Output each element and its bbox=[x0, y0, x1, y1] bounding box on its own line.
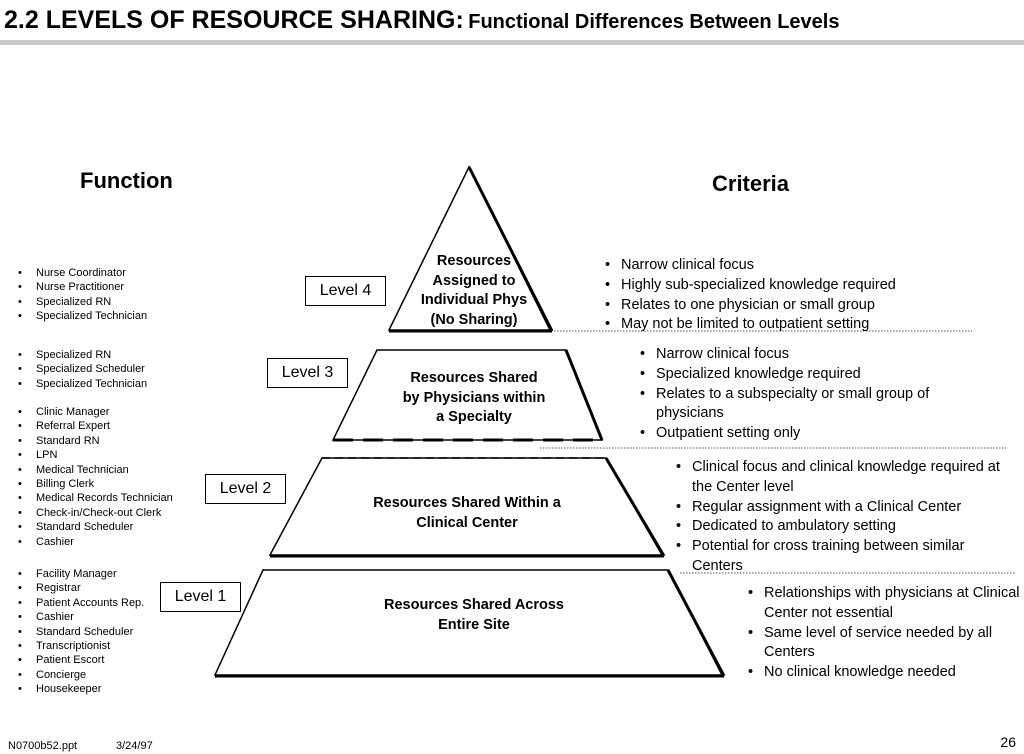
criteria-item: Potential for cross training between sim… bbox=[673, 537, 1018, 577]
function-item: Specialized RN bbox=[14, 348, 147, 363]
function-item: Cashier bbox=[14, 610, 144, 625]
criteria-list-level-4: Narrow clinical focus Highly sub-special… bbox=[602, 256, 1002, 335]
tier-4-line: Assigned to bbox=[432, 272, 516, 289]
tier-4-text: Resources Assigned to Individual Phys (N… bbox=[404, 252, 544, 330]
function-item: Medical Records Technician bbox=[14, 491, 173, 506]
function-item: Specialized RN bbox=[14, 295, 147, 310]
footer-filename: N0700b52.ppt bbox=[8, 740, 78, 752]
criteria-item: Relates to one physician or small group bbox=[602, 296, 1002, 316]
tier-3-text: Resources Shared by Physicians within a … bbox=[382, 369, 566, 428]
function-item: Cashier bbox=[14, 535, 173, 550]
function-item: Standard RN bbox=[14, 434, 173, 449]
level-3-label: Level 3 bbox=[267, 358, 348, 388]
function-item: Specialized Technician bbox=[14, 377, 147, 392]
level-4-label: Level 4 bbox=[305, 276, 386, 306]
criteria-item: Clinical focus and clinical knowledge re… bbox=[673, 458, 1018, 498]
criteria-item: Relationships with physicians at Clinica… bbox=[745, 584, 1020, 624]
title-subtitle: Functional Differences Between Levels bbox=[468, 11, 840, 33]
function-item: Billing Clerk bbox=[14, 477, 173, 492]
criteria-heading: Criteria bbox=[712, 171, 790, 196]
criteria-item: Narrow clinical focus bbox=[602, 256, 1002, 276]
criteria-item: Regular assignment with a Clinical Cente… bbox=[673, 498, 1018, 518]
tier-4-line: Resources bbox=[436, 253, 512, 269]
criteria-item: Same level of service needed by all Cent… bbox=[745, 624, 1020, 664]
function-item: Referral Expert bbox=[14, 419, 173, 434]
function-item: Specialized Scheduler bbox=[14, 362, 147, 377]
criteria-item: Outpatient setting only bbox=[637, 424, 982, 444]
function-list-level-2: Clinic Manager Referral Expert Standard … bbox=[14, 405, 173, 549]
tier-2-line: Clinical Center bbox=[416, 514, 518, 531]
tier-4-line: Individual Phys bbox=[420, 292, 528, 308]
criteria-item: Highly sub-specialized knowledge require… bbox=[602, 276, 1002, 296]
function-item: Concierge bbox=[14, 668, 144, 683]
tier-4-line: (No Sharing) bbox=[430, 311, 518, 328]
criteria-item: Specialized knowledge required bbox=[637, 365, 982, 385]
criteria-list-level-2: Clinical focus and clinical knowledge re… bbox=[673, 458, 1018, 577]
criteria-item: Relates to a subspecialty or small group… bbox=[637, 385, 982, 425]
page-number: 26 bbox=[1000, 734, 1016, 750]
function-item: Clinic Manager bbox=[14, 405, 173, 420]
criteria-list-level-3: Narrow clinical focus Specialized knowle… bbox=[637, 345, 982, 444]
criteria-item: May not be limited to outpatient setting bbox=[602, 315, 1002, 335]
tier-2-text: Resources Shared Within a Clinical Cente… bbox=[350, 494, 584, 533]
criteria-item: Narrow clinical focus bbox=[637, 345, 982, 365]
function-item: Nurse Practitioner bbox=[14, 280, 147, 295]
pyramid-tier-1 bbox=[213, 569, 726, 678]
title-rule bbox=[0, 40, 1024, 45]
function-item: Registrar bbox=[14, 581, 144, 596]
function-item: Facility Manager bbox=[14, 567, 144, 582]
tier-1-line: Entire Site bbox=[438, 616, 510, 633]
function-item: Patient Escort bbox=[14, 653, 144, 668]
level-1-label: Level 1 bbox=[160, 582, 241, 612]
function-list-level-3: Specialized RN Specialized Scheduler Spe… bbox=[14, 348, 147, 392]
function-item: Check-in/Check-out Clerk bbox=[14, 506, 173, 521]
tier-3-line: Resources Shared bbox=[410, 370, 538, 386]
footer-date: 3/24/97 bbox=[116, 740, 153, 752]
title-main: 2.2 LEVELS OF RESOURCE SHARING: bbox=[4, 6, 464, 34]
pyramid-tier-2 bbox=[268, 457, 666, 558]
function-item: Medical Technician bbox=[14, 463, 173, 478]
criteria-list-level-1: Relationships with physicians at Clinica… bbox=[745, 584, 1020, 683]
tier-1-line: Resources Shared Across bbox=[384, 597, 564, 613]
tier-3-line: by Physicians within bbox=[402, 389, 546, 406]
function-list-level-1: Facility Manager Registrar Patient Accou… bbox=[14, 567, 144, 697]
pyramid-tier-3 bbox=[331, 349, 604, 442]
function-item: Transcriptionist bbox=[14, 639, 144, 654]
function-heading: Function bbox=[80, 168, 173, 193]
tier-3-line: a Specialty bbox=[436, 409, 512, 425]
function-item: Standard Scheduler bbox=[14, 625, 144, 640]
slide-title: 2.2 LEVELS OF RESOURCE SHARING: Function… bbox=[4, 6, 839, 35]
criteria-item: Dedicated to ambulatory setting bbox=[673, 517, 1018, 537]
pyramid-tier-4 bbox=[387, 165, 554, 333]
function-item: LPN bbox=[14, 448, 173, 463]
function-item: Standard Scheduler bbox=[14, 520, 173, 535]
tier-1-text: Resources Shared Across Entire Site bbox=[352, 596, 596, 635]
function-item: Patient Accounts Rep. bbox=[14, 596, 144, 611]
criteria-item: No clinical knowledge needed bbox=[745, 663, 1020, 683]
function-item: Specialized Technician bbox=[14, 309, 147, 324]
level-2-label: Level 2 bbox=[205, 474, 286, 504]
function-list-level-4: Nurse Coordinator Nurse Practitioner Spe… bbox=[14, 266, 147, 324]
function-item: Housekeeper bbox=[14, 682, 144, 697]
tier-2-line: Resources Shared Within a bbox=[373, 495, 561, 511]
function-item: Nurse Coordinator bbox=[14, 266, 147, 281]
